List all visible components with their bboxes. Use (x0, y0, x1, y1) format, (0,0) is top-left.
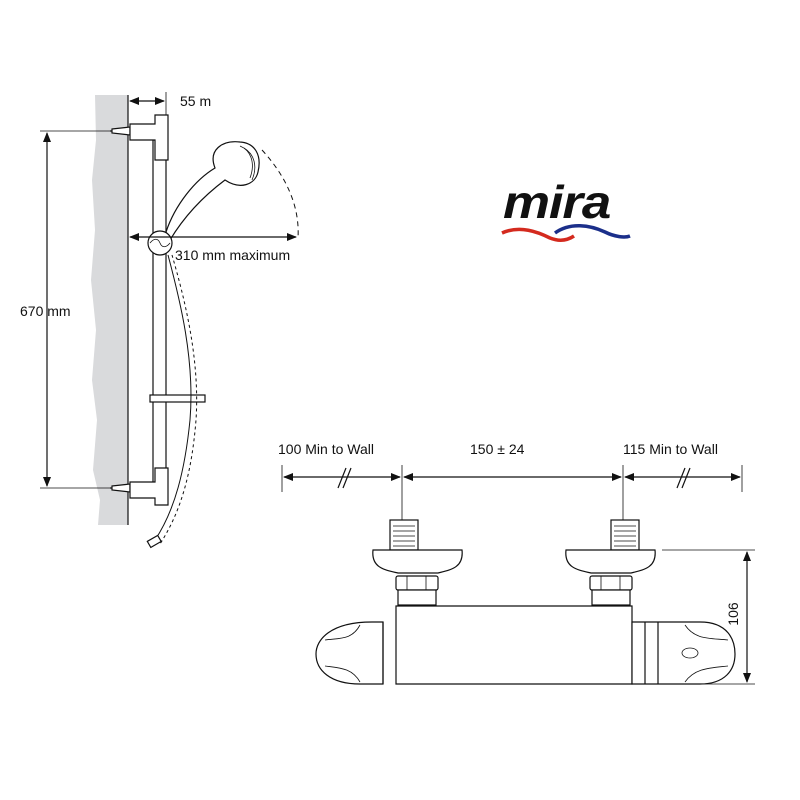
thermostatic-valve-drawing: 100 Min to Wall 150 ± 24 115 Min to Wall (278, 441, 755, 685)
right-clearance-label: 115 Min to Wall (623, 441, 718, 457)
blue-wave-icon (553, 224, 631, 239)
hose-retaining-clip (149, 394, 206, 403)
depth-dimension-label: 55 m (180, 93, 211, 109)
hose-end (146, 534, 163, 549)
reach-dimension-label: 310 mm maximum (175, 247, 290, 263)
left-inlet-fitting (372, 519, 463, 606)
shower-kit-drawing: 670 mm 55 m 310 mm maximum (20, 92, 299, 549)
mira-logo: mira (501, 176, 631, 242)
red-wave-icon (501, 227, 575, 242)
valve-right-handle (631, 621, 736, 685)
right-inlet-fitting (565, 519, 656, 606)
left-clearance-label: 100 Min to Wall (278, 441, 374, 457)
valve-body (395, 605, 633, 685)
handset-swing-arc (261, 149, 299, 239)
shower-hose (154, 254, 192, 541)
valve-height-label: 106 (725, 602, 741, 626)
logo-wordmark: mira (503, 176, 611, 228)
top-bracket (110, 114, 169, 161)
riser-rail (152, 139, 167, 486)
shower-handset (165, 141, 299, 242)
wall (91, 95, 128, 525)
centres-label: 150 ± 24 (470, 441, 525, 457)
temperature-indicator-icon (681, 647, 699, 659)
height-dimension-label: 670 mm (20, 303, 71, 319)
valve-left-handle (315, 621, 384, 685)
bottom-bracket (110, 467, 169, 506)
